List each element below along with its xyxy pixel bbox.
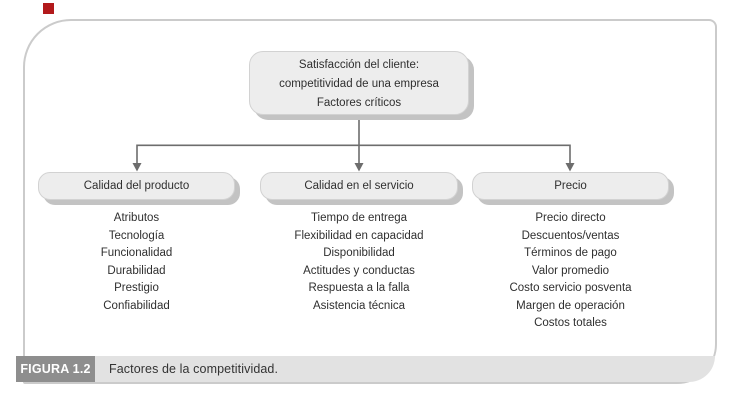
list-item: Precio directo [535,212,606,224]
figure-label-badge: FIGURA 1.2 [16,356,95,382]
list-item: Durabilidad [107,264,166,277]
list-item: Margen de operación [516,299,625,312]
list-item: Costos totales [534,317,607,329]
root-node: Satisfacción del cliente: competitividad… [249,51,469,115]
list-item: Confiabilidad [103,299,170,312]
list-item: Descuentos/ventas [521,229,620,242]
list-item: Tecnología [108,229,165,242]
list-item: Atributos [113,212,160,224]
red-square-marker [43,3,54,14]
branch-node-precio: Precio [472,172,669,200]
figure-frame [23,19,717,384]
list-item: Respuesta a la falla [308,282,410,294]
root-node-line-2: competitividad de una empresa [279,78,439,90]
branch-node-calidad-producto: Calidad del producto [38,172,235,200]
list-item: Valor promedio [531,264,610,277]
list-item: Funcionalidad [100,247,173,259]
list-item: Tiempo de entrega [310,212,408,224]
list-item: Asistencia técnica [312,299,406,312]
root-node-line-1: Satisfacción del cliente: [298,59,420,71]
root-node-line-3: Factores críticos [316,97,402,109]
list-item: Actitudes y conductas [303,264,415,277]
branch-node-calidad-servicio: Calidad en el servicio [260,172,458,200]
list-item: Flexibilidad en capacidad [294,229,424,242]
list-item: Disponibilidad [323,247,395,259]
list-item: Términos de pago [524,247,617,259]
figure-caption-bar: Factores de la competitividad. [25,356,715,382]
figure-caption: Factores de la competitividad. [109,362,279,376]
list-item: Prestigio [114,282,159,294]
list-item: Costo servicio posventa [509,282,632,294]
